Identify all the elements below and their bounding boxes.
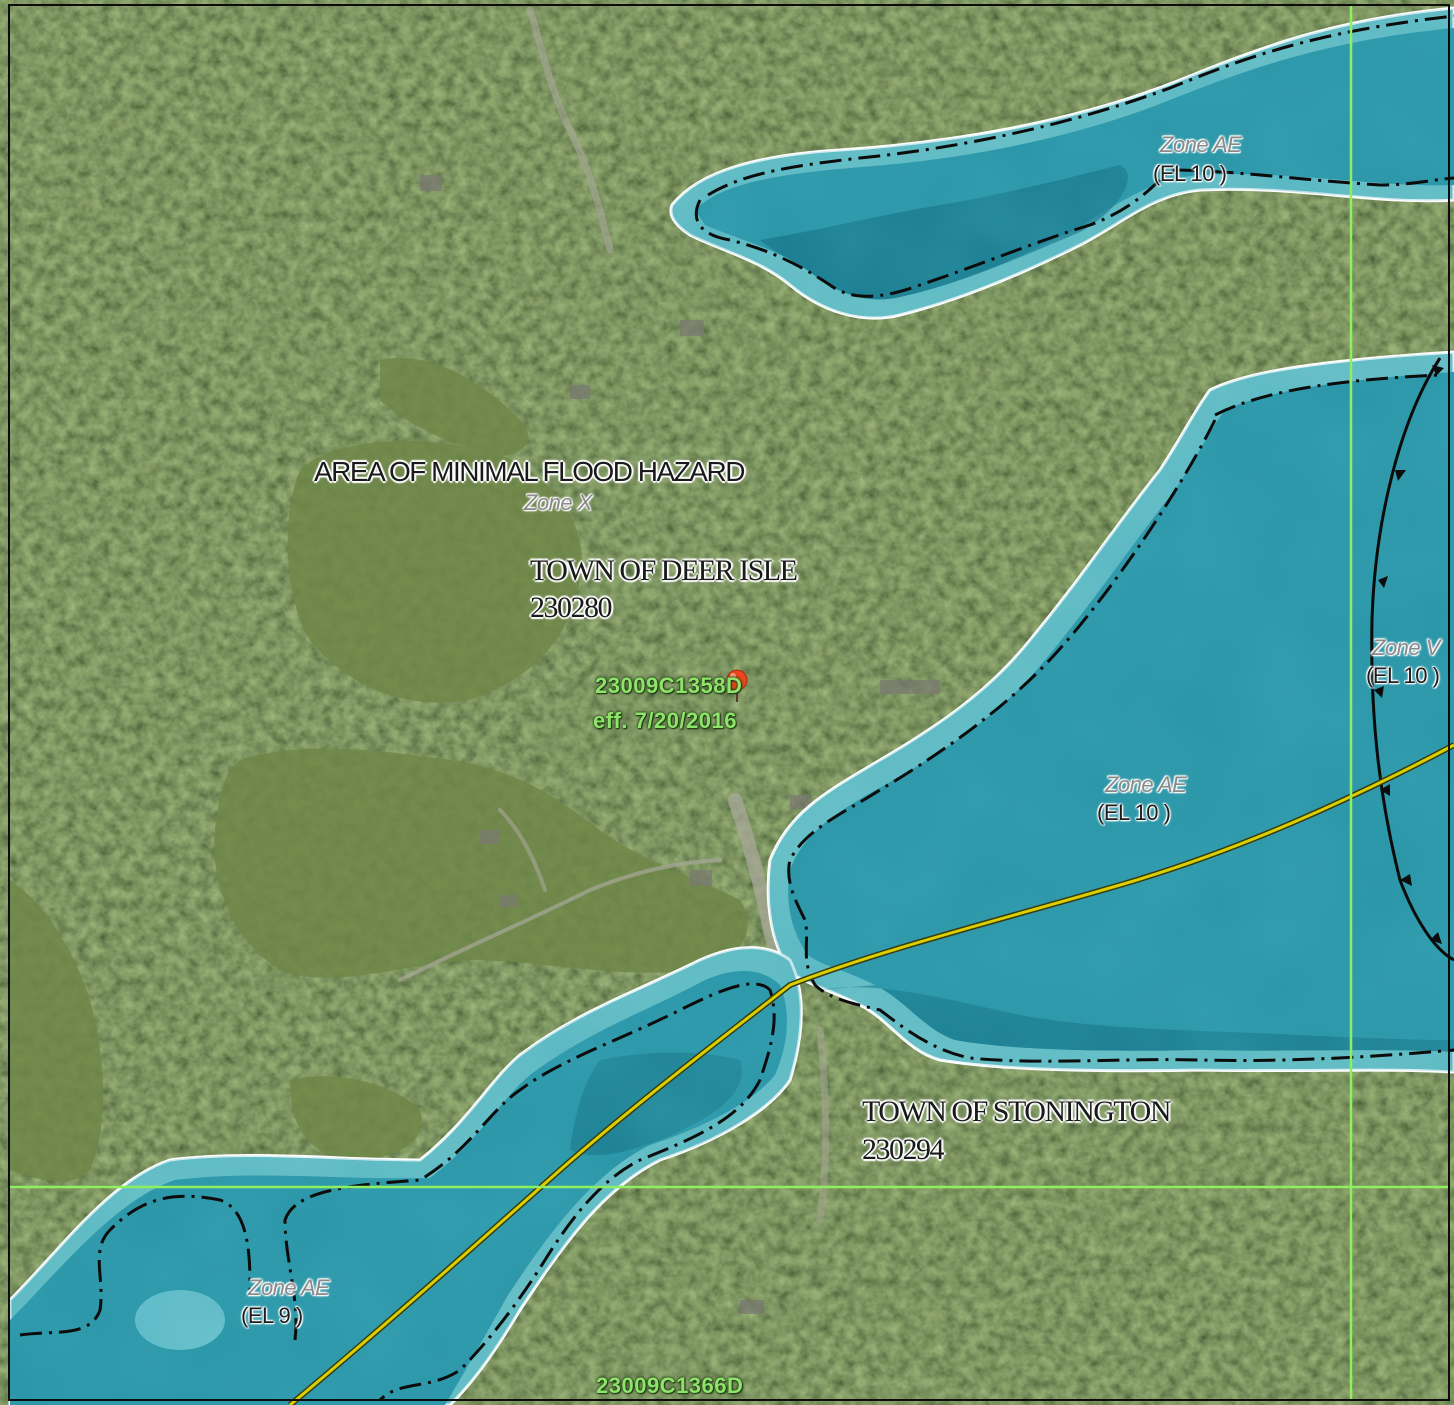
transect-line: [288, 742, 1454, 1405]
hazard-area-label: AREA OF MINIMAL FLOOD HAZARD: [314, 456, 745, 487]
buildings: [420, 175, 940, 1314]
hazard-zone-label: Zone X: [524, 490, 592, 515]
elevation-label-southwest: (EL 9 ): [241, 1303, 303, 1328]
zone-label-east: Zone V: [1372, 635, 1440, 660]
elevation-label-north: (EL 10 ): [1153, 161, 1227, 186]
limit-of-moderate-wave-action: [1370, 357, 1454, 962]
zone-label-bay: Zone AE: [1105, 772, 1187, 797]
panel-effective-date: eff. 7/20/2016: [593, 708, 737, 733]
zone-label-southwest: Zone AE: [248, 1275, 330, 1300]
elevation-label-bay: (EL 10 ): [1097, 800, 1171, 825]
map-pin-icon[interactable]: [726, 669, 748, 702]
town-name-stonington: TOWN OF STONINGTON: [862, 1095, 1172, 1128]
elevation-label-east: (EL 10 ): [1366, 663, 1440, 688]
town-id-deer-isle: 230280: [530, 591, 613, 624]
flood-zone-boundaries: [19, 14, 1454, 1402]
town-name-deer-isle: TOWN OF DEER ISLE: [530, 554, 798, 587]
panel-number-label-south: 23009C1366D: [596, 1373, 744, 1398]
panel-grid-lines: [8, 4, 1450, 1401]
panel-number-label: 23009C1358D: [595, 673, 743, 698]
town-id-stonington: 230294: [862, 1133, 945, 1166]
zone-label-north: Zone AE: [1160, 132, 1242, 157]
